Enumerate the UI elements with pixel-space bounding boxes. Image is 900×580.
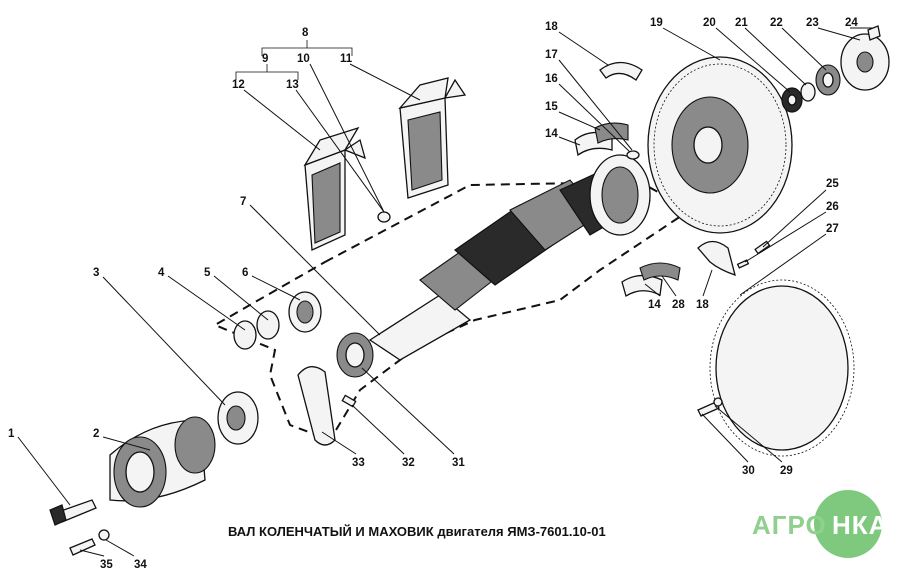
callout-30: 30 (742, 465, 755, 477)
washer-13 (377, 211, 391, 223)
callout-35: 35 (100, 559, 113, 571)
washer-5 (256, 310, 280, 340)
callout-18b: 18 (696, 299, 709, 311)
callout-22: 22 (770, 17, 783, 29)
spacer-21 (800, 82, 816, 102)
bolt-29 (697, 401, 720, 417)
callout-labels: 1 2 3 4 5 6 7 8 9 10 11 12 13 14 15 16 1… (8, 17, 858, 571)
callout-19: 19 (650, 17, 663, 29)
hub-3 (217, 391, 259, 445)
callout-28: 28 (672, 299, 685, 311)
callout-5: 5 (204, 267, 211, 279)
callout-2: 2 (93, 428, 99, 440)
callout-18a: 18 (545, 21, 558, 33)
crank-lever-33 (297, 366, 336, 446)
shell-15 (594, 122, 629, 144)
logo-text-nka: НКА (832, 510, 889, 540)
gear-31 (336, 332, 374, 378)
bearing-20 (781, 87, 803, 113)
pin-16 (626, 150, 640, 160)
callout-26: 26 (826, 201, 839, 213)
callout-1: 1 (8, 428, 15, 440)
callout-20: 20 (703, 17, 716, 29)
nut-4 (233, 320, 257, 350)
callout-13: 13 (286, 79, 299, 91)
callout-21: 21 (735, 17, 748, 29)
logo-text-agro: АГРО (752, 510, 827, 540)
callout-29: 29 (780, 465, 793, 477)
callout-25: 25 (826, 178, 839, 190)
callout-3: 3 (93, 267, 99, 279)
callout-11: 11 (340, 53, 353, 65)
callout-4: 4 (158, 267, 165, 279)
callout-34: 34 (134, 559, 147, 571)
washer-30 (713, 397, 723, 407)
bearing-pack-11 (398, 77, 467, 199)
callout-24: 24 (845, 17, 858, 29)
callout-17: 17 (545, 49, 558, 61)
thrust-half-18b (697, 240, 736, 276)
shell-28 (639, 262, 681, 281)
callout-14a: 14 (545, 128, 558, 140)
bracket-9 (235, 64, 299, 80)
bolt-1 (49, 499, 97, 526)
callout-6: 6 (242, 267, 248, 279)
ring-gear-27 (709, 279, 855, 457)
callout-14b: 14 (648, 299, 661, 311)
shell-14b (621, 274, 663, 298)
callout-33: 33 (352, 457, 365, 469)
diagram-caption: ВАЛ КОЛЕНЧАТЫЙ И МАХОВИК двигателя ЯМЗ-7… (228, 524, 606, 539)
bolt-24 (867, 25, 881, 41)
flywheel-19 (647, 56, 793, 234)
callout-32: 32 (402, 457, 415, 469)
crankshaft (368, 154, 651, 361)
bearing-pack-12 (303, 126, 366, 251)
key-32 (341, 394, 357, 408)
flange-6 (288, 291, 322, 333)
agronka-logo: АГРО НКА (752, 488, 892, 560)
bearing-22 (815, 64, 841, 96)
bolt-35 (69, 538, 96, 556)
plate-23 (840, 33, 890, 91)
callout-7: 7 (240, 196, 246, 208)
callout-8: 8 (302, 27, 309, 39)
leader-lines (17, 27, 872, 557)
callout-23: 23 (806, 17, 819, 29)
callout-31: 31 (452, 457, 465, 469)
pulley-2 (109, 416, 216, 508)
bracket-8 (261, 40, 353, 56)
thrust-half-18a (599, 61, 643, 81)
callout-12: 12 (232, 79, 245, 91)
washer-34 (98, 529, 110, 541)
callout-27: 27 (826, 223, 839, 235)
callout-16: 16 (545, 73, 558, 85)
callout-15: 15 (545, 101, 558, 113)
logo-circle (814, 490, 882, 558)
callout-9: 9 (262, 53, 268, 65)
callout-10: 10 (297, 53, 310, 65)
